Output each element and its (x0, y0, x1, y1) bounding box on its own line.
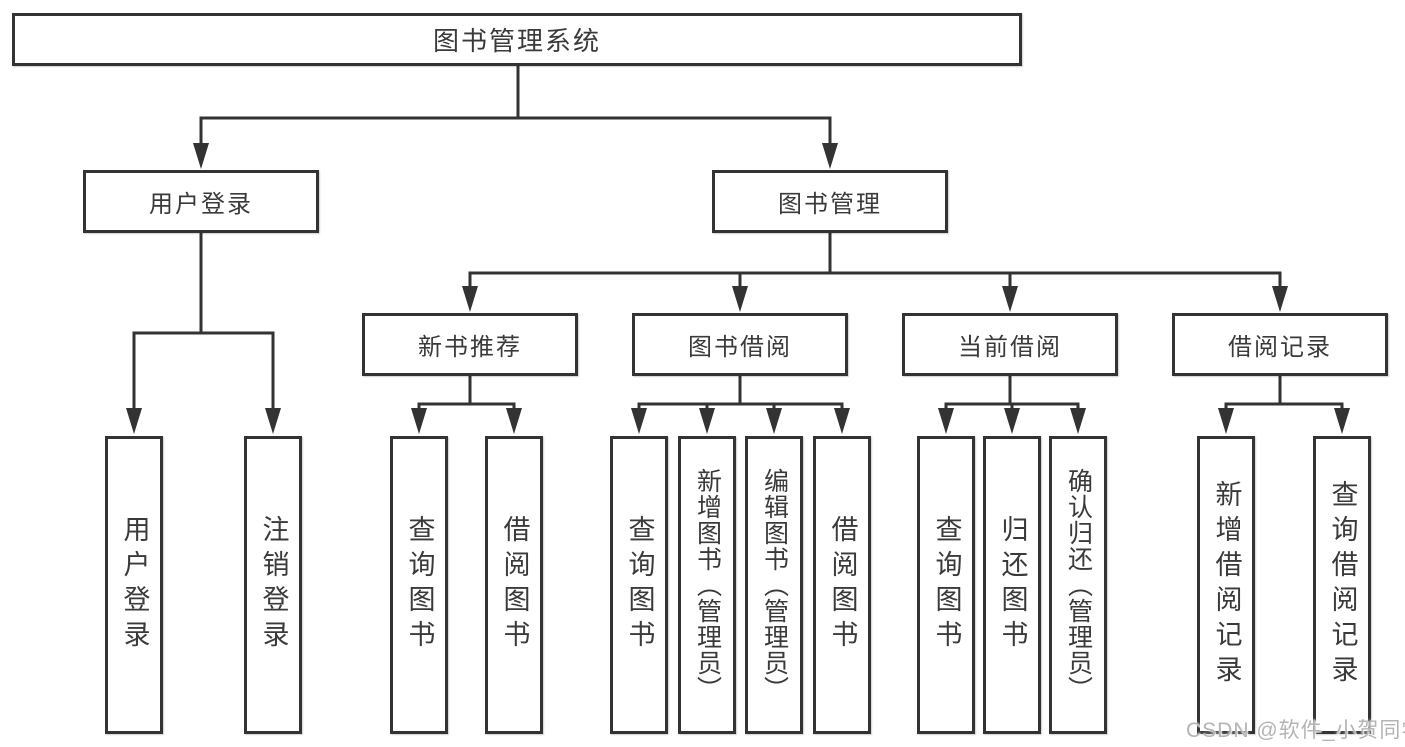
arrowhead-icon (265, 408, 281, 434)
arrowhead-icon (1002, 286, 1018, 312)
leaf-add-books-admin: 新增图书（管理员） (678, 436, 736, 734)
connector-book-borrowing-children (631, 376, 850, 434)
leaf-recommend-query-books: 查询图书 (390, 436, 448, 734)
leaf-return-books: 归还图书 (983, 436, 1041, 734)
leaf-label: 用户登录 (119, 515, 150, 655)
connector-root-to-level1 (193, 66, 838, 169)
arrowhead-icon (822, 143, 838, 169)
node-label: 借阅记录 (1228, 334, 1332, 361)
connector-book-management-children (462, 233, 1288, 312)
connector-new-book-recommendation-children (411, 376, 522, 434)
node-label: 图书借阅 (688, 334, 792, 361)
leaf-label: 查询借阅记录 (1327, 480, 1358, 690)
arrowhead-icon (732, 286, 748, 312)
node-borrowing-records: 借阅记录 (1172, 313, 1388, 376)
arrowhead-icon (193, 143, 209, 169)
arrowhead-icon (1070, 408, 1086, 434)
node-user-login: 用户登录 (83, 170, 319, 233)
leaf-user-login: 用户登录 (105, 436, 163, 734)
leaf-label: 借阅图书 (827, 515, 858, 655)
leaf-logout: 注销登录 (244, 436, 302, 734)
node-label: 图书管理 (778, 191, 882, 218)
arrowhead-icon (1334, 408, 1350, 434)
leaf-label: 查询图书 (404, 515, 435, 655)
leaf-recommend-borrow-books: 借阅图书 (485, 436, 543, 734)
csdn-watermark: CSDN @软件_小贺同学 (1186, 719, 1405, 742)
leaf-label: 编辑图书（管理员） (760, 468, 789, 702)
leaf-label: 借阅图书 (499, 515, 530, 655)
arrowhead-icon (411, 408, 427, 434)
node-label: 用户登录 (149, 191, 253, 218)
leaf-label: 查询图书 (624, 515, 655, 655)
arrowhead-icon (126, 408, 142, 434)
arrowhead-icon (1004, 408, 1020, 434)
node-library-management-system: 图书管理系统 (12, 13, 1022, 66)
leaf-label: 确认归还（管理员） (1064, 468, 1093, 702)
leaf-edit-books-admin: 编辑图书（管理员） (745, 436, 803, 734)
leaf-label: 查询图书 (931, 515, 962, 655)
leaf-current-query-books: 查询图书 (917, 436, 975, 734)
node-label: 当前借阅 (958, 334, 1062, 361)
leaf-label: 新增图书（管理员） (693, 468, 722, 702)
arrowhead-icon (462, 286, 478, 312)
arrowhead-icon (1218, 408, 1234, 434)
node-book-borrowing: 图书借阅 (632, 313, 848, 376)
arrowhead-icon (766, 408, 782, 434)
connector-current-borrowing-children (938, 376, 1086, 434)
leaf-borrowing-query-books: 查询图书 (610, 436, 668, 734)
arrowhead-icon (834, 408, 850, 434)
arrowhead-icon (938, 408, 954, 434)
leaf-label: 归还图书 (997, 515, 1028, 655)
arrowhead-icon (631, 408, 647, 434)
leaf-add-borrow-record: 新增借阅记录 (1197, 436, 1255, 734)
leaf-query-borrow-record: 查询借阅记录 (1313, 436, 1371, 734)
arrowhead-icon (506, 408, 522, 434)
leaf-confirm-return-admin: 确认归还（管理员） (1049, 436, 1107, 734)
node-label: 图书管理系统 (432, 26, 601, 56)
leaf-label: 新增借阅记录 (1211, 480, 1242, 690)
leaf-label: 注销登录 (258, 515, 289, 655)
connector-borrowing-records-children (1218, 376, 1350, 434)
node-new-book-recommendation: 新书推荐 (362, 313, 578, 376)
node-label: 新书推荐 (418, 334, 522, 361)
connector-user-login-children (126, 233, 281, 434)
arrowhead-icon (1272, 286, 1288, 312)
arrowhead-icon (699, 408, 715, 434)
node-current-borrowing: 当前借阅 (902, 313, 1118, 376)
leaf-borrowing-borrow-books: 借阅图书 (813, 436, 871, 734)
node-book-management: 图书管理 (712, 170, 948, 233)
